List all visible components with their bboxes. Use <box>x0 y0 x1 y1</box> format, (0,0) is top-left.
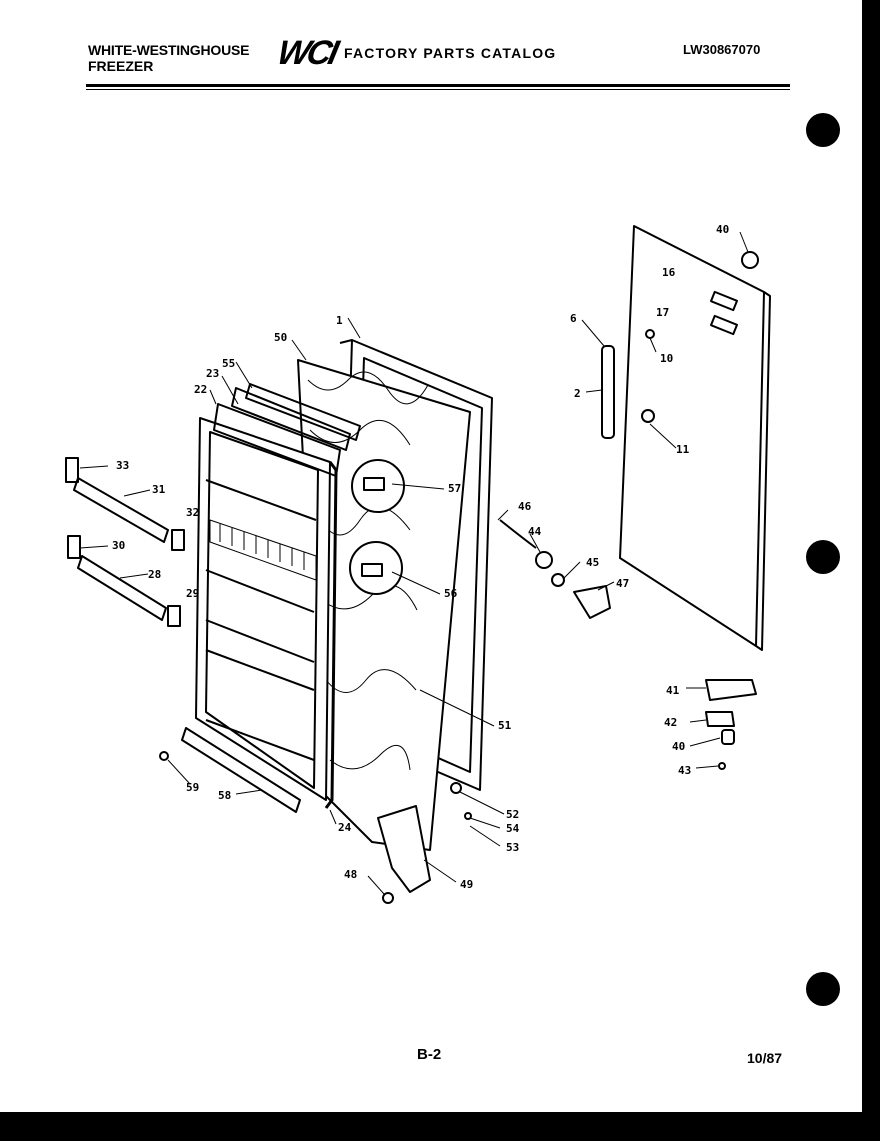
callout-30: 30 <box>112 539 125 552</box>
callout-11: 11 <box>676 443 690 456</box>
catalog-date: 10/87 <box>747 1050 783 1066</box>
callout-40-top: 40 <box>716 223 729 236</box>
callout-53: 53 <box>506 841 519 854</box>
callout-43: 43 <box>678 764 691 777</box>
callout-46: 46 <box>518 500 532 513</box>
header-rule-thick <box>86 84 790 87</box>
binder-hole-bottom <box>806 972 840 1006</box>
callout-17: 17 <box>656 306 669 319</box>
catalog-title: FACTORY PARTS CATALOG <box>344 45 557 61</box>
callout-1: 1 <box>336 314 343 327</box>
product-type: FREEZER <box>88 58 154 74</box>
callout-31: 31 <box>152 483 166 496</box>
callout-48: 48 <box>344 868 357 881</box>
exploded-parts-diagram: 1 2 6 10 11 16 17 22 23 24 28 29 30 31 3… <box>65 223 771 904</box>
callout-40-bottom: 40 <box>672 740 685 753</box>
door-liner <box>195 383 361 801</box>
callout-45: 45 <box>586 556 599 569</box>
callout-24: 24 <box>338 821 352 834</box>
callout-54: 54 <box>506 822 520 835</box>
catalog-page: WHITE-WESTINGHOUSE FREEZER WCI FACTORY P… <box>0 0 862 1112</box>
callout-44: 44 <box>528 525 542 538</box>
callout-29: 29 <box>186 587 199 600</box>
callout-58: 58 <box>218 789 231 802</box>
binder-hole-middle <box>806 540 840 574</box>
callout-50: 50 <box>274 331 287 344</box>
callout-33: 33 <box>116 459 129 472</box>
callout-51: 51 <box>498 719 512 732</box>
brand-name: WHITE-WESTINGHOUSE <box>88 42 250 58</box>
callout-42: 42 <box>664 716 677 729</box>
callout-2: 2 <box>574 387 581 400</box>
callout-47: 47 <box>616 577 629 590</box>
callout-23: 23 <box>206 367 219 380</box>
callout-16: 16 <box>662 266 676 279</box>
callout-22: 22 <box>194 383 207 396</box>
outer-door <box>619 225 771 651</box>
callout-41: 41 <box>666 684 680 697</box>
callout-55: 55 <box>222 357 235 370</box>
callout-52: 52 <box>506 808 519 821</box>
callout-6: 6 <box>570 312 577 325</box>
header-rule-thin <box>86 89 790 90</box>
callout-59: 59 <box>186 781 199 794</box>
callout-56: 56 <box>444 587 458 600</box>
callout-49: 49 <box>460 878 473 891</box>
callout-57: 57 <box>448 482 461 495</box>
callout-28: 28 <box>148 568 161 581</box>
callout-32: 32 <box>186 506 199 519</box>
model-number: LW30867070 <box>683 42 761 57</box>
callout-10: 10 <box>660 352 673 365</box>
binder-hole-top <box>806 113 840 147</box>
page-number: B-2 <box>417 1046 442 1063</box>
